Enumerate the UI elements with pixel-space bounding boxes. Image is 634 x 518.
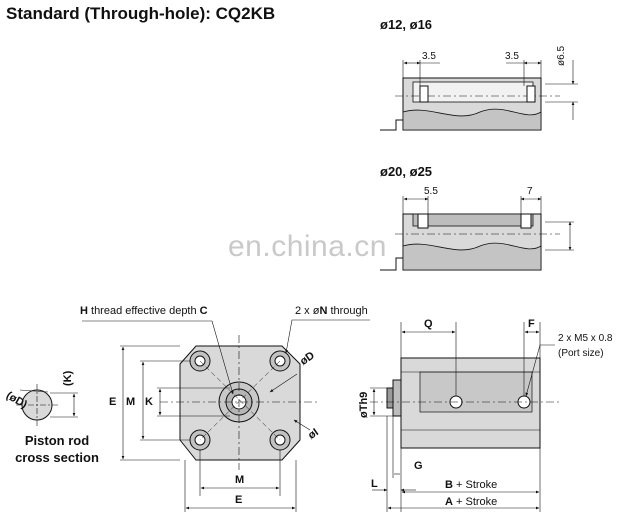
front-dim-e-bottom: E — [235, 494, 243, 506]
piston-rod-cross-section — [16, 384, 78, 426]
through-callout-prefix: 2 x ø — [295, 305, 320, 317]
small-bore-section-view — [380, 60, 578, 131]
small-dim-left: 3.5 — [422, 51, 436, 62]
side-dim-f: F — [528, 318, 535, 330]
page-title: Standard (Through-hole): CQ2KB — [6, 4, 275, 24]
front-view — [82, 319, 370, 512]
front-dim-e-left: E — [109, 396, 117, 408]
small-dim-right: 3.5 — [505, 51, 519, 62]
thread-callout-c: C — [199, 305, 208, 317]
side-dim-b: B + Stroke — [445, 479, 497, 491]
title-prefix: Standard (Through-hole): — [6, 4, 216, 23]
title-model: CQ2KB — [215, 4, 276, 23]
large-bore-section-view — [380, 196, 574, 271]
large-dim-left: 5.5 — [424, 186, 438, 197]
small-dim-side: ø6.5 — [556, 45, 567, 66]
through-callout-n: N — [319, 305, 328, 317]
piston-caption: Piston rod cross section — [4, 432, 110, 466]
thread-callout-text: thread effective depth — [87, 305, 200, 317]
port-note: (Port size) — [558, 348, 604, 359]
through-callout-suffix: through — [327, 305, 368, 317]
side-dim-b-suffix: + Stroke — [452, 479, 498, 491]
side-dim-th9: øTh9 — [358, 391, 370, 418]
front-dim-m-bottom: M — [235, 474, 245, 486]
side-dim-q: Q — [424, 318, 433, 330]
port-label: 2 x M5 x 0.8 — [558, 333, 613, 344]
side-dim-l: L — [371, 478, 378, 490]
front-dim-k-left: K — [145, 396, 153, 408]
piston-caption-line1: Piston rod — [24, 433, 90, 448]
through-hole-callout: 2 x øN through — [295, 305, 368, 317]
piston-dim-k: (K) — [62, 370, 74, 386]
side-dim-g: G — [414, 460, 423, 472]
large-bore-header: ø20, ø25 — [380, 164, 433, 179]
large-dim-right: 7 — [527, 186, 533, 197]
side-dim-b-letter: B — [445, 479, 453, 491]
front-dim-m-left: M — [126, 396, 136, 408]
small-bore-header: ø12, ø16 — [380, 17, 433, 32]
thread-callout: H thread effective depth C — [80, 305, 208, 317]
watermark: en.china.cn — [228, 230, 387, 263]
side-dim-a: A + Stroke — [445, 496, 497, 508]
thread-callout-h: H — [80, 305, 88, 317]
piston-caption-line2: cross section — [15, 450, 99, 465]
side-view — [370, 322, 560, 512]
side-dim-a-suffix: + Stroke — [452, 496, 498, 508]
side-dim-a-letter: A — [445, 496, 453, 508]
